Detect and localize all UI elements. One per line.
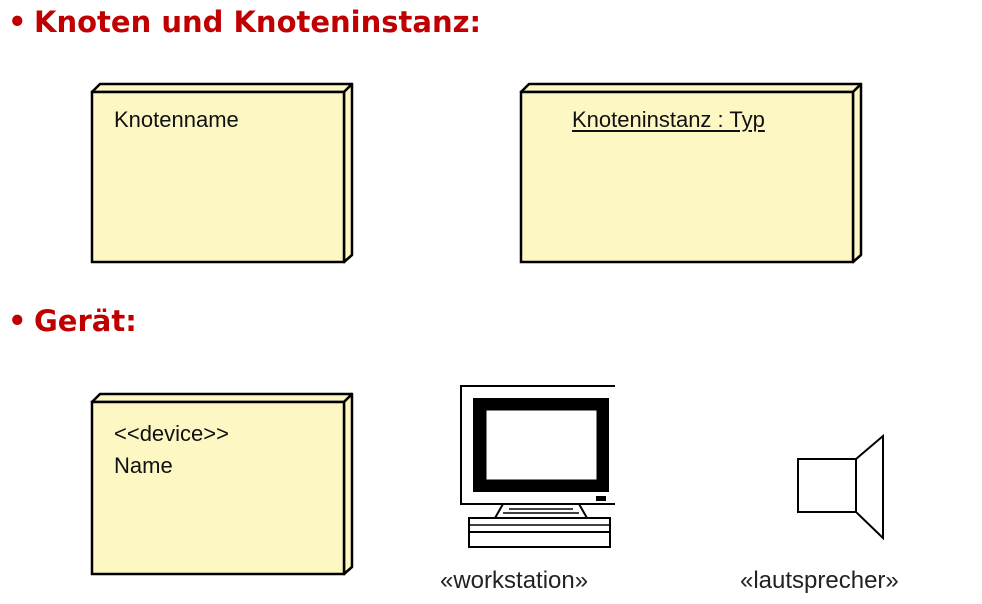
- node-name-label: Knotenname: [114, 107, 239, 132]
- node-box-shape: [90, 82, 354, 264]
- section-heading-nodes: •Knoten und Knoteninstanz:: [8, 2, 481, 42]
- node-instance-label: Knoteninstanz : Typ: [572, 107, 765, 132]
- section-heading-device: •Gerät:: [8, 301, 137, 341]
- node-box: Knotenname: [90, 82, 355, 264]
- section-heading-nodes-text: Knoten und Knoteninstanz:: [34, 5, 482, 39]
- device-name-label: Name: [114, 453, 173, 478]
- bullet: •: [8, 304, 27, 338]
- workstation-icon: [460, 385, 615, 548]
- bullet: •: [8, 5, 27, 39]
- workstation-label: «workstation»: [440, 567, 589, 594]
- device-stereotype-label: <<device>>: [114, 421, 229, 446]
- speaker-icon: [797, 433, 884, 541]
- device-node-box-shape: [90, 392, 354, 576]
- section-heading-device-text: Gerät:: [34, 304, 137, 338]
- device-node-box: <<device>> Name: [90, 392, 355, 576]
- node-instance-box: Knoteninstanz : Typ: [519, 82, 864, 264]
- node-instance-box-shape: [519, 82, 863, 264]
- speaker-label: «lautsprecher»: [740, 567, 899, 594]
